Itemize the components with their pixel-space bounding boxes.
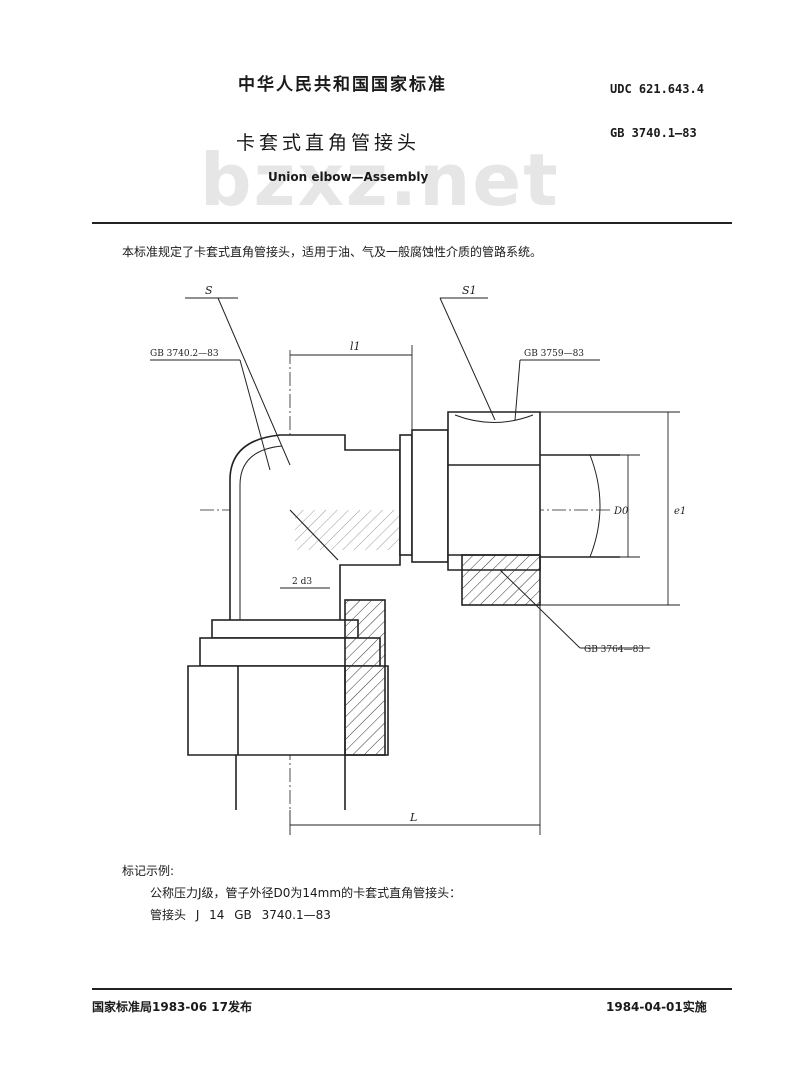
intro-paragraph: 本标准规定了卡套式直角管接头，适用于油、气及一般腐蚀性介质的管路系统。 — [122, 245, 543, 259]
issue-date: 国家标准局1983-06 17发布 — [92, 1000, 252, 1014]
ref-nut-standard: GB 3759—83 — [524, 349, 584, 359]
document-title-en: Union elbow—Assembly — [268, 170, 429, 184]
ref-ferrule-standard: GB 3764—83 — [584, 645, 644, 655]
marking-example-code: 管接头 J 14 GB 3740.1—83 — [150, 908, 331, 922]
standard-number: GB 3740.1—83 — [610, 126, 697, 140]
dim-d3: 2 d3 — [292, 577, 312, 587]
udc-code: UDC 621.643.4 — [610, 82, 704, 96]
label-s1: S1 — [462, 284, 477, 297]
ref-body-standard: GB 3740.2—83 — [150, 349, 219, 359]
marking-example-title: 标记示例: — [122, 864, 175, 878]
technical-drawing: S S1 GB 3740.2—83 GB 3759—83 GB 3764—83 … — [150, 284, 686, 835]
dim-d0: D0 — [613, 506, 629, 517]
dim-l1: l1 — [350, 340, 361, 353]
label-s: S — [205, 284, 213, 297]
effective-date: 1984-04-01实施 — [606, 1000, 707, 1014]
standard-organization: 中华人民共和国国家标准 — [238, 75, 447, 95]
header-rule — [92, 222, 732, 224]
watermark: bzxz.net — [200, 138, 560, 222]
footer-rule — [92, 988, 732, 990]
document-title-cn: 卡套式直角管接头 — [236, 132, 421, 154]
dim-l: L — [409, 811, 417, 824]
dim-e1: e1 — [674, 506, 686, 517]
marking-example-description: 公称压力J级，管子外径D0为14mm的卡套式直角管接头： — [150, 886, 462, 900]
